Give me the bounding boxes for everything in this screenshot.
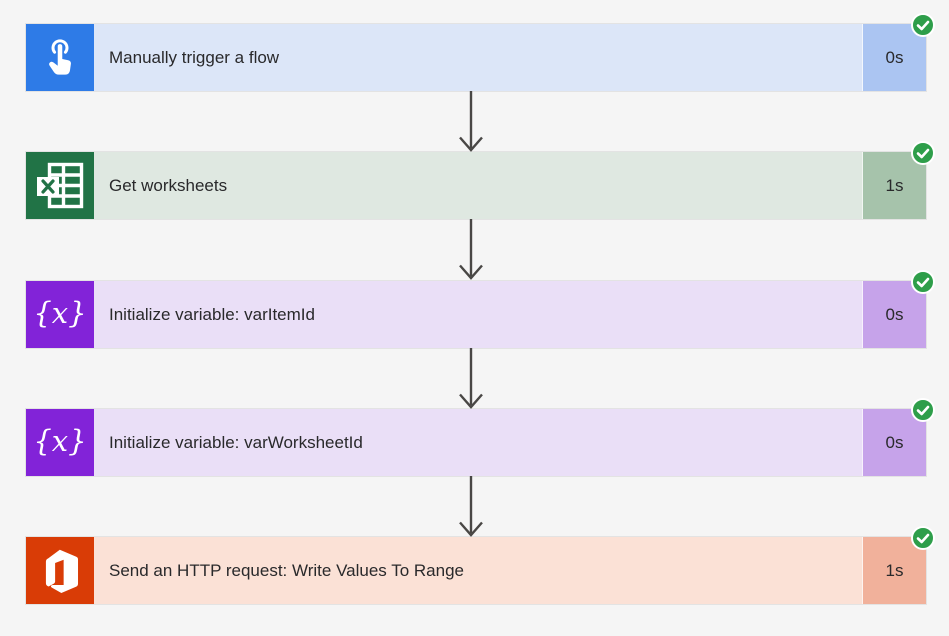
step-title: Send an HTTP request: Write Values To Ra… xyxy=(109,560,464,580)
step-title: Initialize variable: varItemId xyxy=(109,304,315,324)
variable-icon: {x} xyxy=(26,409,94,476)
flow-step-get-worksheets[interactable]: Get worksheets 1s xyxy=(26,141,935,219)
success-badge xyxy=(911,270,935,294)
step-duration: 1s xyxy=(862,537,926,604)
step-title: Initialize variable: varWorksheetId xyxy=(109,432,363,452)
variable-glyph: {x} xyxy=(33,295,87,330)
step-bar: Initialize variable: varItemId xyxy=(94,281,862,348)
variable-glyph: {x} xyxy=(33,423,87,458)
success-badge xyxy=(911,526,935,550)
step-bar: Send an HTTP request: Write Values To Ra… xyxy=(94,537,862,604)
success-badge xyxy=(911,141,935,165)
step-title: Get worksheets xyxy=(109,175,228,195)
step-duration: 1s xyxy=(862,152,926,219)
step-title: Manually trigger a flow xyxy=(109,47,280,67)
success-badge xyxy=(911,13,935,37)
step-duration: 0s xyxy=(862,281,926,348)
flow-step-init-varworksheetid[interactable]: {x} Initialize variable: varWorksheetId … xyxy=(26,398,935,476)
checkmark-icon xyxy=(916,533,930,544)
flow-arrow xyxy=(459,91,483,152)
flow-step-http-request[interactable]: Send an HTTP request: Write Values To Ra… xyxy=(26,526,935,604)
flow-step-manual-trigger[interactable]: Manually trigger a flow 0s xyxy=(26,13,935,91)
office-icon xyxy=(26,537,94,604)
step-bar: Manually trigger a flow xyxy=(94,24,862,91)
step-bar: Initialize variable: varWorksheetId xyxy=(94,409,862,476)
variable-icon: {x} xyxy=(26,281,94,348)
checkmark-icon xyxy=(916,277,930,288)
success-badge xyxy=(911,398,935,422)
step-duration: 0s xyxy=(862,409,926,476)
step-duration: 0s xyxy=(862,24,926,91)
excel-icon xyxy=(26,152,94,219)
flow-arrow xyxy=(459,476,483,537)
step-bar: Get worksheets xyxy=(94,152,862,219)
flow-arrow xyxy=(459,348,483,409)
flow-arrow xyxy=(459,219,483,280)
checkmark-icon xyxy=(916,148,930,159)
checkmark-icon xyxy=(916,20,930,31)
flow-step-init-varitemid[interactable]: {x} Initialize variable: varItemId 0s xyxy=(26,270,935,348)
touch-icon xyxy=(26,24,94,91)
checkmark-icon xyxy=(916,405,930,416)
